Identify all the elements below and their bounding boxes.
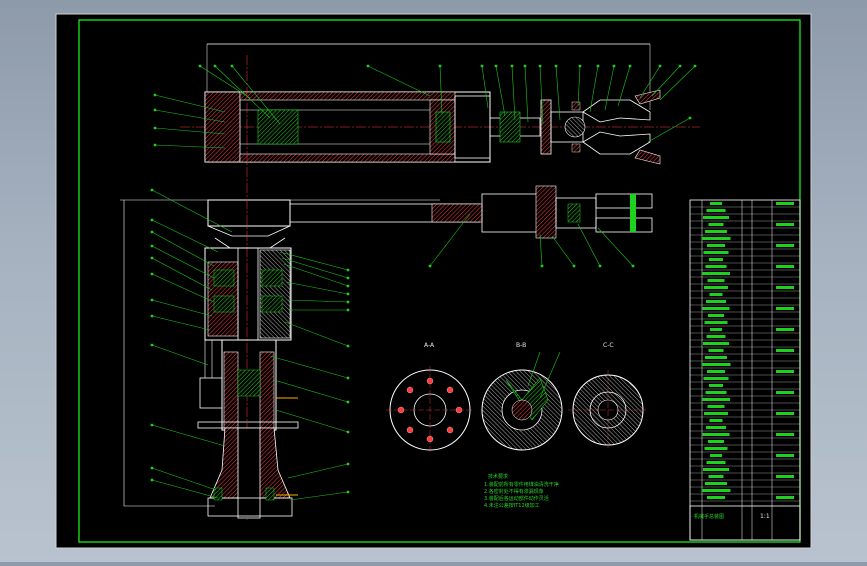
parts-list-cell-mark — [706, 461, 726, 464]
parts-list-cell-mark — [708, 314, 724, 317]
parts-list-cell-mark — [705, 265, 727, 268]
parts-list-cell-mark — [709, 293, 723, 296]
parts-list-cell-mark — [705, 391, 727, 394]
parts-list-cell-mark — [776, 370, 794, 373]
top-view-leaders — [154, 65, 696, 149]
parts-list-cell-mark — [776, 307, 794, 310]
parts-list-cell-mark — [701, 237, 731, 240]
technical-notes: 技术要求 1.装配前所有零件用煤油清洗干净 2.各密封处不得有渗漏现象 3.装配… — [484, 473, 559, 509]
column-leaders — [151, 189, 634, 501]
parts-list-cell-mark — [776, 202, 794, 205]
note-line: 4.未注公差按IT12级加工 — [484, 502, 540, 509]
parts-list-cell-mark — [706, 300, 726, 303]
parts-list-cell-mark — [776, 328, 794, 331]
parts-list-cell-mark — [776, 496, 794, 499]
parts-list-cell-mark — [776, 244, 794, 247]
parts-list-cell-mark — [704, 286, 728, 289]
parts-list-cell-mark — [705, 356, 727, 359]
column-balloons — [150, 188, 635, 494]
top-view-balloons — [153, 64, 697, 147]
parts-list-cell-mark — [776, 391, 794, 394]
parts-list-cell-mark — [705, 230, 727, 233]
parts-list-cell-mark — [707, 370, 725, 373]
parts-list-cell-mark — [702, 272, 730, 275]
note-line: 3.装配后各运动部件动作灵活 — [484, 495, 549, 502]
parts-list-cell-mark — [709, 258, 723, 261]
parts-list-cell-mark — [705, 482, 727, 485]
parts-list-cell-mark — [707, 244, 725, 247]
parts-list-cell-mark — [703, 342, 729, 345]
notes-title: 技术要求 — [488, 473, 508, 480]
parts-list-cell-mark — [776, 475, 794, 478]
parts-list-cell-mark — [776, 412, 794, 415]
section-c-label: C-C — [603, 342, 614, 349]
parts-list-cell-mark — [702, 307, 730, 310]
title-block-scale: 1:1 — [760, 513, 770, 520]
parts-list-cell-mark — [776, 223, 794, 226]
parts-list-cell-mark — [707, 496, 725, 499]
title-block-name: 机械手总装图 — [694, 513, 724, 520]
parts-list-cell-mark — [704, 412, 728, 415]
column-section — [123, 55, 299, 520]
parts-list-cell-mark — [704, 447, 728, 450]
parts-list-cell-mark — [706, 426, 726, 429]
parts-list-cell-mark — [703, 468, 729, 471]
parts-list-cell-mark — [710, 202, 722, 205]
section-view-a: A-A — [386, 342, 474, 454]
parts-list-cell-mark — [710, 454, 722, 457]
section-view-c: C-C — [568, 342, 648, 450]
parts-list-cell-mark — [707, 405, 725, 408]
parts-list-cell-mark — [701, 489, 731, 492]
parts-list-cell-mark — [776, 433, 794, 436]
section-b-label: B-B — [516, 342, 526, 349]
parts-list-cell-mark — [703, 377, 729, 380]
parts-list-cell-mark — [706, 335, 726, 338]
parts-list-cell-mark — [703, 216, 729, 219]
parts-list-cell-mark — [776, 265, 794, 268]
parts-list-cell-mark — [708, 349, 724, 352]
arm-front-view — [120, 185, 653, 249]
section-view-b: B-B — [481, 342, 563, 451]
parts-list-cell-mark — [776, 454, 794, 457]
parts-list-cell-mark — [706, 209, 726, 212]
parts-list-cell-mark — [710, 328, 722, 331]
parts-list-cell-mark — [709, 384, 723, 387]
note-line: 1.装配前所有零件用煤油清洗干净 — [484, 481, 559, 488]
parts-list-cell-mark — [701, 363, 731, 366]
parts-list-cell-mark — [708, 223, 724, 226]
parts-list-cell-mark — [707, 279, 725, 282]
parts-list-cell-mark — [709, 419, 723, 422]
parts-list-cell-mark — [776, 349, 794, 352]
parts-list-cell-mark — [708, 475, 724, 478]
parts-list-cell-mark — [702, 398, 730, 401]
section-a-label: A-A — [424, 342, 435, 349]
parts-list-cell-mark — [704, 321, 728, 324]
note-line: 2.各密封处不得有渗漏现象 — [484, 488, 544, 495]
parts-list-cell-mark — [776, 286, 794, 289]
parts-list-cell-mark — [708, 440, 724, 443]
parts-list-cell-mark — [702, 433, 730, 436]
parts-list: 机械手总装图 1:1 — [689, 199, 801, 541]
parts-list-cell-mark — [703, 251, 729, 254]
arm-top-view — [180, 43, 700, 165]
